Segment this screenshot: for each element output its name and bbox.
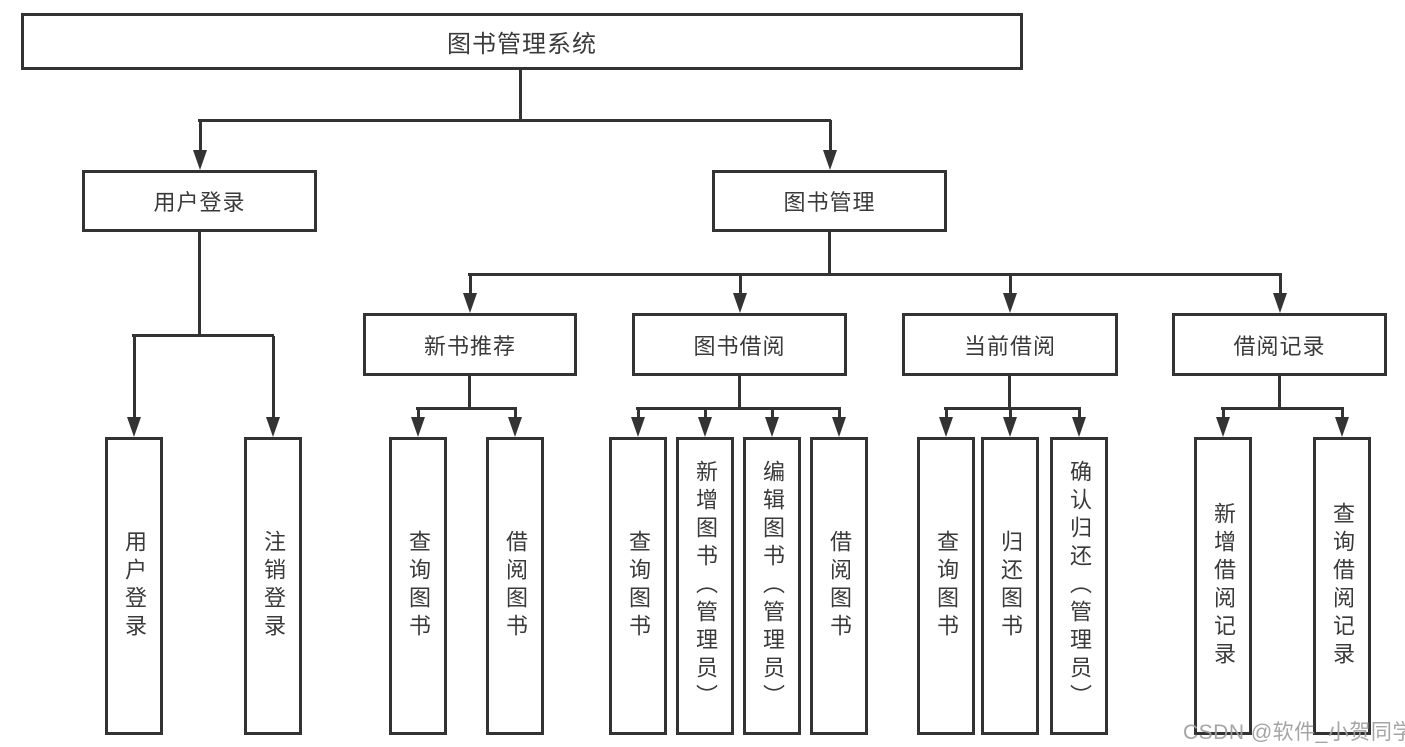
connector-l3c-stem (1008, 376, 1011, 410)
node-new-book-recommend: 新书推荐 (363, 313, 577, 376)
arrowhead-down-icon (698, 409, 712, 437)
node-borrow-record-label: 借阅记录 (1233, 333, 1326, 359)
node-user-login-label: 用户登录 (153, 190, 246, 215)
node-book-borrow: 图书借阅 (632, 313, 847, 376)
node-new-book-recommend-label: 新书推荐 (423, 333, 516, 359)
connector-l3b-hline (636, 407, 841, 410)
node-current-borrow: 当前借阅 (902, 313, 1118, 376)
csdn-watermark: CSDN @软件_小贺同学 (1183, 721, 1405, 744)
leaf-add-borrow-record: 新增借阅记录 (1194, 437, 1252, 735)
leaf-label: 用户登录 (122, 530, 147, 642)
arrowhead-down-icon (1335, 409, 1349, 437)
connector-l3c-hline (944, 407, 1081, 410)
leaf-label: 查询图书 (626, 530, 651, 642)
arrowhead-down-icon (832, 409, 846, 437)
leaf-label: 查询图书 (934, 530, 959, 642)
arrowhead-down-icon (1072, 409, 1086, 437)
arrowhead-down-icon (631, 409, 645, 437)
node-book-management: 图书管理 (712, 170, 947, 232)
leaf-query-books-borrow: 查询图书 (609, 437, 667, 735)
leaf-label: 新增图书（管理员） (693, 460, 718, 712)
arrowhead-down-icon (765, 409, 779, 437)
arrowhead-down-icon (508, 409, 522, 437)
arrowhead-down-icon (1003, 409, 1017, 437)
connector-userlogin-hline (132, 334, 274, 337)
arrowhead-down-icon (193, 120, 207, 170)
connector-userlogin-stem (198, 232, 201, 337)
node-root: 图书管理系统 (21, 13, 1023, 70)
arrowhead-down-icon (463, 275, 477, 313)
leaf-label: 归还图书 (998, 530, 1023, 642)
arrowhead-down-icon (733, 275, 747, 313)
arrowhead-down-icon (266, 336, 280, 437)
leaf-add-book-admin: 新增图书（管理员） (676, 437, 734, 735)
node-book-management-label: 图书管理 (783, 190, 876, 215)
leaf-label: 查询图书 (406, 530, 431, 642)
leaf-confirm-return-admin: 确认归还（管理员） (1050, 437, 1108, 735)
arrowhead-down-icon (939, 409, 953, 437)
leaf-label: 查询借阅记录 (1330, 502, 1355, 670)
connector-bookmgmt-hline (468, 273, 1282, 276)
node-book-borrow-label: 图书借阅 (693, 333, 786, 359)
connector-l3a-hline (416, 407, 517, 410)
leaf-label: 注销登录 (261, 530, 286, 642)
connector-l3a-stem (468, 376, 471, 410)
leaf-query-books-recommend: 查询图书 (389, 437, 447, 735)
leaf-borrow-books-recommend: 借阅图书 (486, 437, 544, 735)
leaf-label: 确认归还（管理员） (1067, 460, 1092, 712)
leaf-borrow-books: 借阅图书 (810, 437, 868, 735)
connector-root-hline (198, 119, 831, 122)
node-borrow-record: 借阅记录 (1172, 313, 1387, 376)
node-current-borrow-label: 当前借阅 (963, 333, 1056, 359)
node-user-login: 用户登录 (82, 170, 317, 232)
leaf-label: 借阅图书 (827, 530, 852, 642)
arrowhead-down-icon (1273, 275, 1287, 313)
connector-bookmgmt-stem (828, 232, 831, 276)
arrowhead-down-icon (411, 409, 425, 437)
arrowhead-down-icon (1003, 275, 1017, 313)
leaf-label: 编辑图书（管理员） (760, 460, 785, 712)
leaf-label: 借阅图书 (503, 530, 528, 642)
leaf-label: 新增借阅记录 (1211, 502, 1236, 670)
leaf-user-login: 用户登录 (105, 437, 163, 735)
leaf-query-borrow-record: 查询借阅记录 (1313, 437, 1371, 735)
leaf-logout: 注销登录 (244, 437, 302, 735)
arrowhead-down-icon (1216, 409, 1230, 437)
connector-l3d-stem (1278, 376, 1281, 410)
connector-l3d-hline (1221, 407, 1344, 410)
arrowhead-down-icon (127, 336, 141, 437)
leaf-return-book: 归还图书 (981, 437, 1039, 735)
leaf-query-books-current: 查询图书 (917, 437, 975, 735)
node-root-label: 图书管理系统 (447, 31, 597, 58)
connector-root-stem (519, 70, 522, 122)
connector-l3b-stem (738, 376, 741, 410)
leaf-edit-book-admin: 编辑图书（管理员） (743, 437, 801, 735)
arrowhead-down-icon (823, 120, 837, 170)
